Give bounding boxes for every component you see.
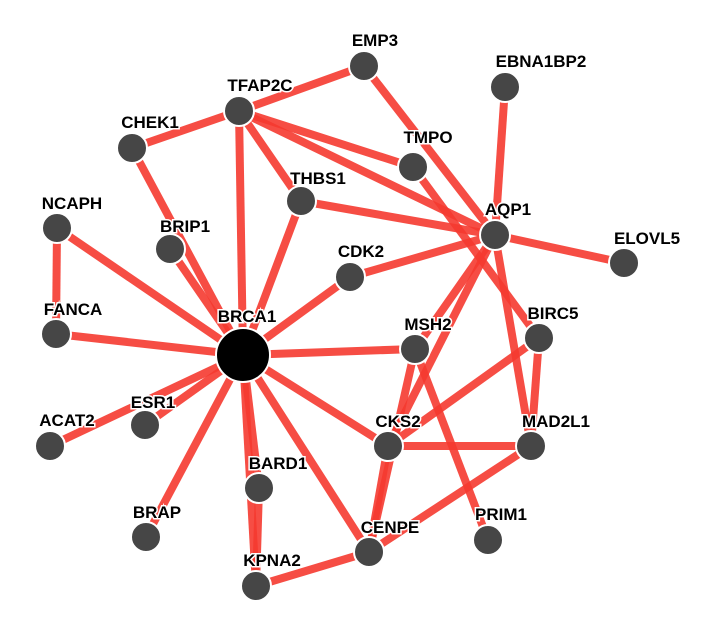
edge-brca1-brap xyxy=(142,353,247,539)
edge-tfap2c-tmpo xyxy=(237,107,415,171)
node-brip1[interactable] xyxy=(154,233,186,265)
node-chek1[interactable] xyxy=(116,132,148,164)
node-label-msh2: MSH2 xyxy=(404,315,451,334)
edge-kpna2-cenpe xyxy=(254,548,371,590)
node-label-ncaph: NCAPH xyxy=(42,194,102,213)
node-label-acat2: ACAT2 xyxy=(39,411,94,430)
edge-birc5-mad2l1 xyxy=(527,337,543,447)
node-label-mad2l1: MAD2L1 xyxy=(522,412,590,431)
edge-birc5-cks2 xyxy=(385,334,542,450)
edge-emp3-aqp1 xyxy=(360,63,499,238)
node-kpna2[interactable] xyxy=(240,570,272,602)
edge-ncaph-fanca xyxy=(52,227,61,335)
edge-brca1-msh2 xyxy=(242,345,416,359)
node-layer xyxy=(34,50,640,602)
edge-layer xyxy=(48,62,625,590)
node-label-kpna2: KPNA2 xyxy=(243,551,301,570)
node-label-emp3: EMP3 xyxy=(352,31,398,50)
node-label-cks2: CKS2 xyxy=(375,412,420,431)
node-label-esr1: ESR1 xyxy=(131,393,175,412)
node-label-brca1: BRCA1 xyxy=(218,307,277,326)
edge-thbs1-aqp1 xyxy=(300,197,496,239)
edge-aqp1-mad2l1 xyxy=(491,234,535,447)
edge-ebna1bp2-aqp1 xyxy=(491,86,509,236)
node-emp3[interactable] xyxy=(348,50,380,82)
edge-tfap2c-thbs1 xyxy=(235,108,305,204)
node-brca1[interactable] xyxy=(215,327,271,383)
edge-cdk2-aqp1 xyxy=(348,231,497,281)
edge-aqp1-elovl5 xyxy=(494,231,625,267)
node-label-tfap2c: TFAP2C xyxy=(227,76,292,95)
edge-mad2l1-cenpe xyxy=(366,442,534,556)
node-ncaph[interactable] xyxy=(41,212,73,244)
node-label-cenpe: CENPE xyxy=(361,518,420,537)
node-birc5[interactable] xyxy=(523,322,555,354)
node-label-ebna1bp2: EBNA1BP2 xyxy=(496,52,587,71)
edge-aqp1-cks2 xyxy=(384,233,499,448)
node-bard1[interactable] xyxy=(243,472,275,504)
node-ebna1bp2[interactable] xyxy=(489,71,521,103)
edge-brca1-cks2 xyxy=(240,351,391,450)
edge-brca1-acat2 xyxy=(48,351,245,450)
node-tfap2c[interactable] xyxy=(223,95,255,127)
edge-bard1-kpna2 xyxy=(252,487,263,587)
node-mad2l1[interactable] xyxy=(515,430,547,462)
node-acat2[interactable] xyxy=(34,430,66,462)
edge-brca1-tfap2c xyxy=(235,110,247,356)
edge-tmpo-birc5 xyxy=(409,164,543,341)
node-label-elovl5: ELOVL5 xyxy=(614,229,680,248)
edge-brca1-ncaph xyxy=(54,224,246,359)
node-msh2[interactable] xyxy=(399,333,431,365)
node-thbs1[interactable] xyxy=(285,185,317,217)
node-label-thbs1: THBS1 xyxy=(290,169,346,188)
node-tmpo[interactable] xyxy=(397,151,429,183)
node-label-prim1: PRIM1 xyxy=(475,505,527,524)
edge-cks2-cenpe xyxy=(365,445,392,553)
node-elovl5[interactable] xyxy=(608,247,640,279)
node-label-tmpo: TMPO xyxy=(403,128,452,147)
edge-brca1-chek1 xyxy=(128,146,247,357)
node-aqp1[interactable] xyxy=(479,219,511,251)
edge-brca1-fanca xyxy=(55,330,244,359)
node-label-aqp1: AQP1 xyxy=(485,200,531,219)
node-fanca[interactable] xyxy=(40,318,72,350)
edge-tfap2c-emp3 xyxy=(237,62,366,115)
node-cdk2[interactable] xyxy=(334,261,366,293)
edge-brca1-cenpe xyxy=(239,352,373,555)
node-label-cdk2: CDK2 xyxy=(338,242,384,261)
node-label-bard1: BARD1 xyxy=(249,454,308,473)
node-brap[interactable] xyxy=(130,521,162,553)
node-label-fanca: FANCA xyxy=(44,300,103,319)
edge-chek1-tfap2c xyxy=(130,107,241,152)
node-label-brap: BRAP xyxy=(133,503,181,522)
node-cks2[interactable] xyxy=(372,430,404,462)
node-label-birc5: BIRC5 xyxy=(527,304,578,323)
node-cenpe[interactable] xyxy=(353,536,385,568)
node-label-brip1: BRIP1 xyxy=(160,217,210,236)
node-label-chek1: CHEK1 xyxy=(121,113,179,132)
node-prim1[interactable] xyxy=(472,524,504,556)
node-esr1[interactable] xyxy=(129,409,161,441)
